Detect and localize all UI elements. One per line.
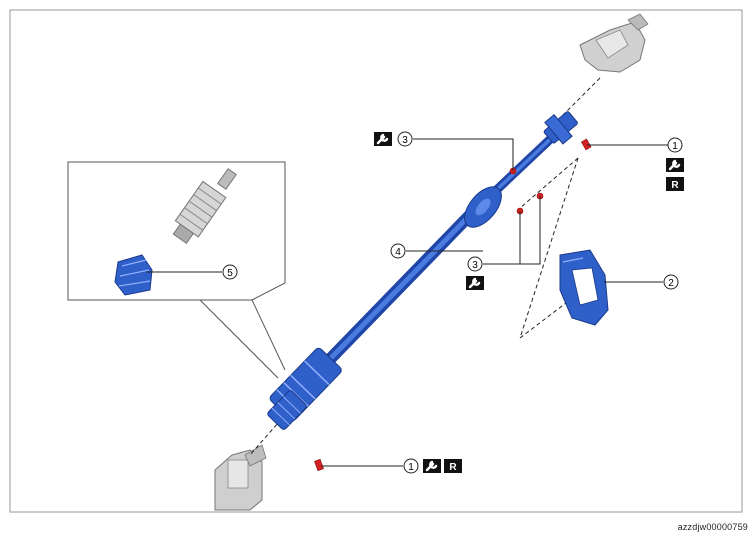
callout-1-top: 1 (667, 137, 683, 153)
column-cover-part-2 (559, 249, 609, 326)
torque-wrench-icon (664, 156, 686, 174)
callout-3-top: 3 (397, 131, 413, 147)
svg-text:R: R (671, 180, 679, 191)
inset-spline-shaft (172, 168, 237, 244)
shaft-seal-part-5 (114, 254, 153, 296)
callout-4: 4 (390, 243, 406, 259)
svg-text:3: 3 (472, 260, 478, 271)
callout-2: 2 (663, 274, 679, 290)
callout-3-mid: 3 (467, 256, 483, 272)
steering-gear-housing (214, 444, 267, 511)
torque-wrench-icon (464, 274, 486, 292)
intermediate-shaft-part-4 (267, 111, 578, 430)
svg-text:4: 4 (395, 247, 401, 258)
callout-5: 5 (222, 264, 238, 280)
leader-lines (146, 138, 668, 467)
figure-frame (9, 9, 743, 513)
svg-text:1: 1 (672, 141, 678, 152)
figure-code: azzdjw00000759 (677, 522, 748, 532)
replace-part-icon-top: R (666, 177, 684, 191)
torque-wrench-icon (372, 130, 394, 148)
bolt-lower-joint (314, 458, 324, 472)
svg-text:2: 2 (668, 278, 674, 289)
steering-column-housing (579, 13, 649, 73)
bolt-upper-joint (580, 138, 592, 151)
replace-part-icon-bottom: R (444, 459, 462, 473)
callout-1-bottom: 1 (403, 458, 419, 474)
svg-text:5: 5 (227, 268, 233, 279)
svg-text:3: 3 (402, 135, 408, 146)
detail-inset (67, 161, 286, 379)
svg-text:R: R (449, 462, 457, 473)
torque-wrench-icon (421, 457, 443, 475)
svg-text:1: 1 (408, 462, 414, 473)
bolts (314, 138, 592, 472)
